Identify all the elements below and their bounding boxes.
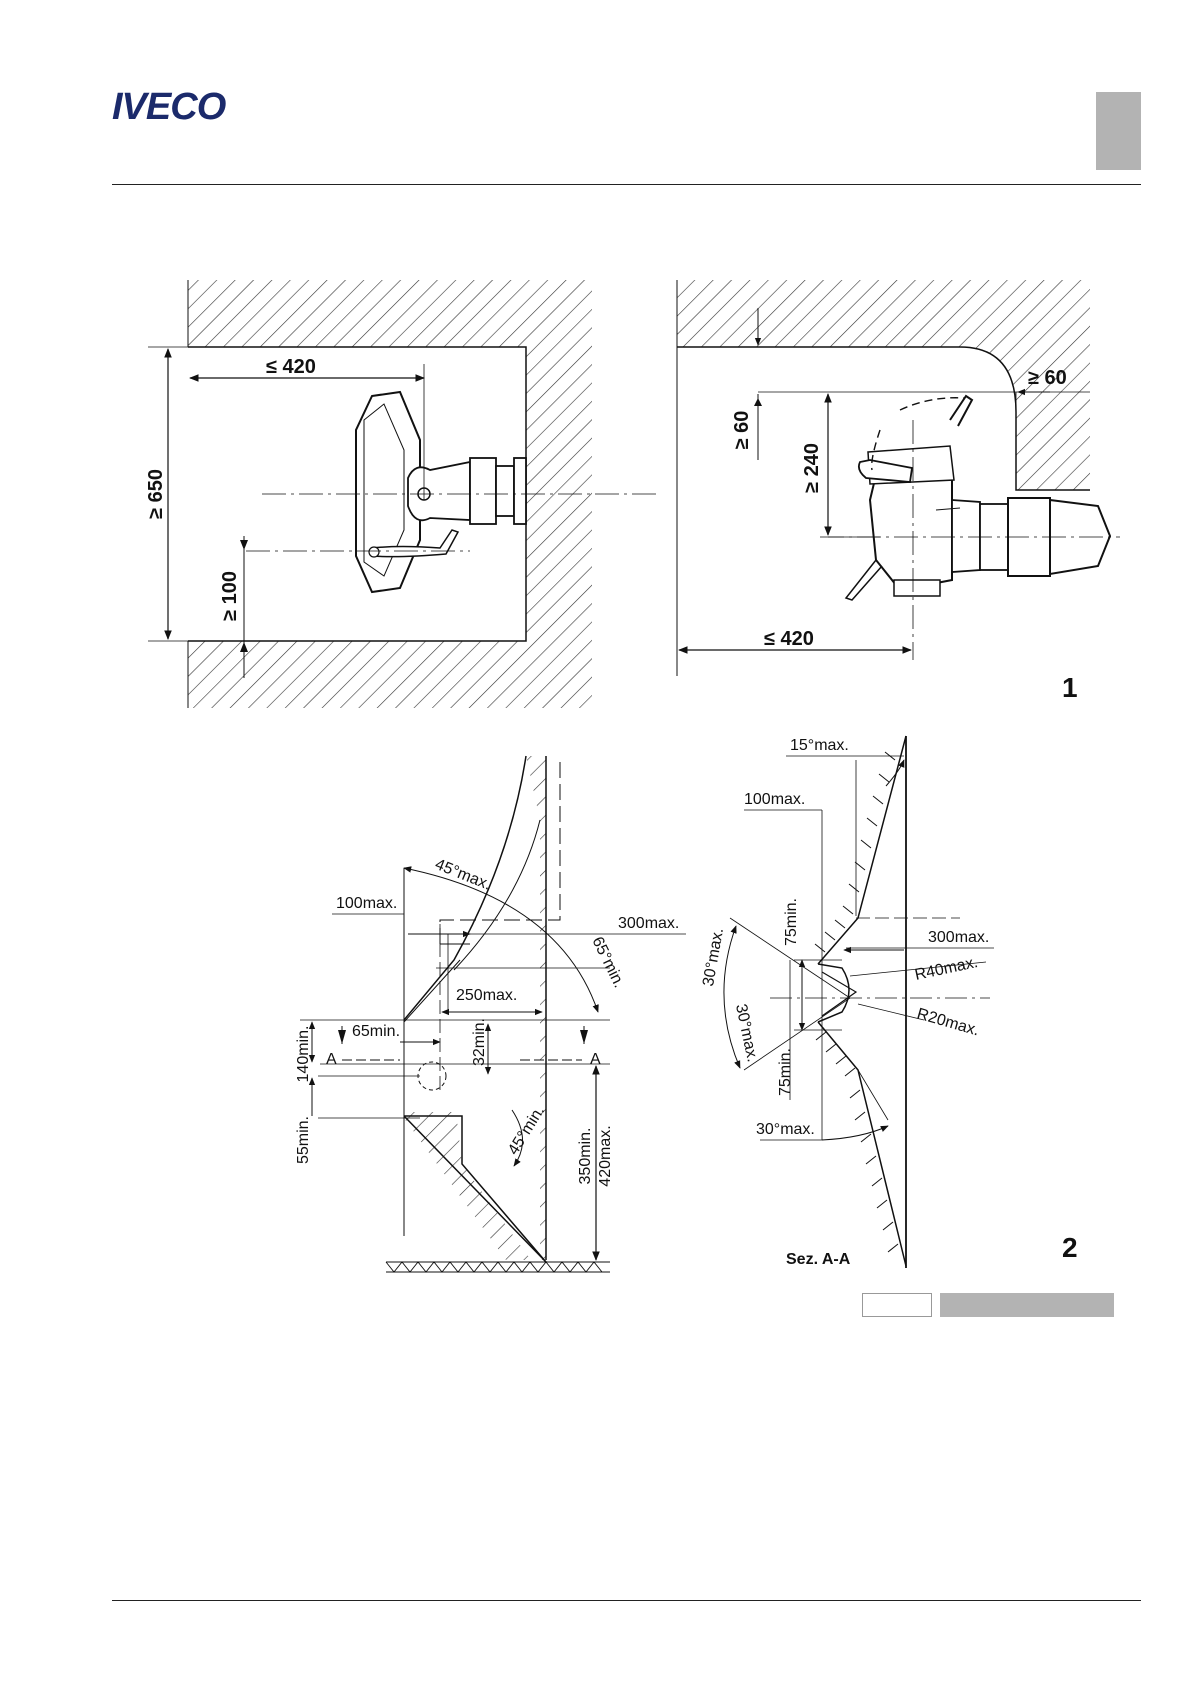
fig1-right-dim-top: ≥ 60 — [731, 411, 753, 450]
fig2-right-section-label: Sez. A-A — [786, 1251, 851, 1268]
fig2-left-h-32: 32min. — [471, 1018, 488, 1066]
fig2-left-angle-side: 65°min. — [588, 934, 627, 990]
footer-empty-box — [862, 1293, 932, 1317]
fig2-right-angle-top: 15°max. — [790, 737, 849, 754]
footer-rule — [112, 1600, 1141, 1601]
footer-grey-box — [940, 1293, 1114, 1317]
fig2-right-depth: 300max. — [928, 929, 989, 946]
fig1-left-dim-bottom: ≥ 100 — [219, 571, 241, 621]
figure-number-1: 1 — [1062, 672, 1078, 704]
fig2-left-angle-top: 45°max. — [433, 856, 494, 894]
fig2-right-angle-30-bottom: 30°max. — [756, 1121, 815, 1138]
fig1-left-dim-height: ≥ 650 — [145, 469, 167, 519]
fig2-right-r20: R20max. — [915, 1006, 981, 1040]
fig2-left-h-350: 350min. — [577, 1128, 594, 1185]
fig2-left-h-55: 55min. — [295, 1116, 312, 1164]
fig2-left-drawing — [300, 756, 686, 1272]
fig2-left-sec-a-right: A — [590, 1051, 601, 1068]
figure-number-2: 2 — [1062, 1232, 1078, 1264]
fig1-right-dim-height: ≥ 240 — [801, 443, 823, 493]
fig2-left-depth: 300max. — [618, 915, 679, 932]
fig2-left-sec-a-left: A — [326, 1051, 337, 1068]
fig2-left-off-top: 100max. — [336, 895, 397, 912]
fig2-left-h-420: 420max. — [597, 1125, 614, 1186]
fig1-right-drawing — [677, 280, 1120, 676]
fig1-left-dim-width: ≤ 420 — [266, 356, 316, 378]
fig2-right-r40: R40max. — [913, 954, 979, 984]
fig2-left-off-65: 65min. — [352, 1023, 400, 1040]
fig2-right-h-75-top: 75min. — [783, 898, 800, 946]
fig2-right-off-top: 100max. — [744, 791, 805, 808]
fig2-right-h-75-bottom: 75min. — [777, 1048, 794, 1096]
fig2-left-h-140: 140min. — [295, 1026, 312, 1083]
fig1-right-dim-width: ≤ 420 — [764, 628, 814, 650]
fig1-right-dim-side: ≥ 60 — [1028, 367, 1067, 389]
fig2-right-angle-30-mid: 30°max. — [732, 1003, 761, 1064]
fig2-right-drawing — [724, 736, 1000, 1268]
fig2-right-angle-30-top: 30°max. — [700, 927, 727, 988]
fig2-left-width: 250max. — [456, 987, 517, 1004]
fig1-left-drawing — [148, 280, 660, 708]
